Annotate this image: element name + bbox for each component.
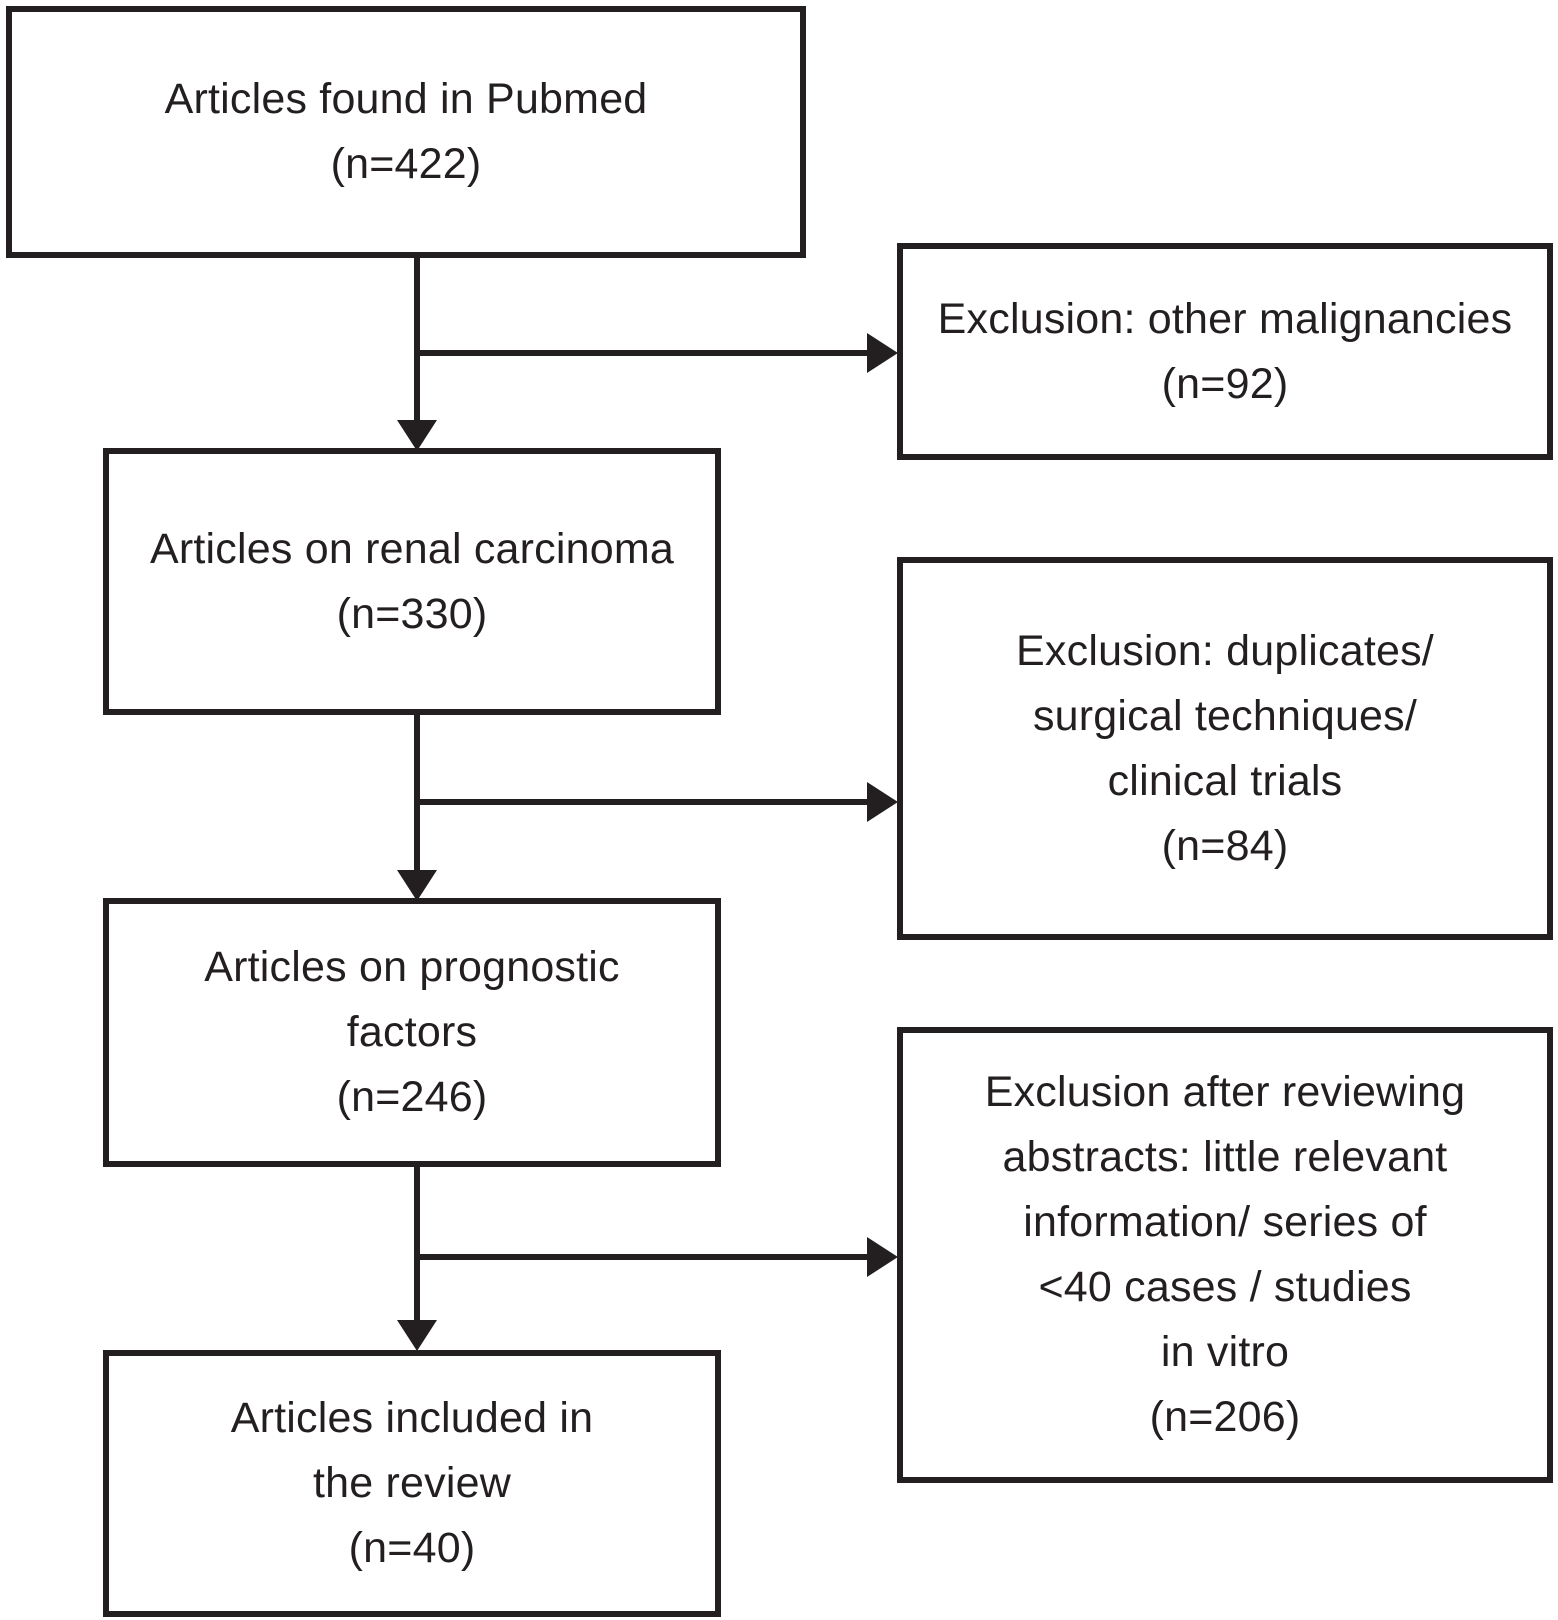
box-articles-on-renal-carcinoma: Articles on renal carcinoma (n=330) [103,448,721,715]
box-text-line: Exclusion: duplicates/ [1016,626,1434,675]
arrow-down-icon [397,1320,437,1351]
box-text-line: Articles found in Pubmed [164,75,648,123]
box-text-line: surgical techniques/ [1032,691,1418,740]
connector-horizontal-line-3 [414,1254,872,1260]
connector-vertical-line-1 [414,258,420,426]
box-articles-included-in-review: Articles included in the review (n=40) [103,1350,721,1617]
arrow-down-icon [397,870,437,901]
box-text-line: clinical trials [1107,756,1343,805]
box-text-line: Articles on prognostic [204,943,620,991]
box-exclusion-duplicates-surgical-clinical: Exclusion: duplicates/ surgical techniqu… [897,557,1553,940]
connector-vertical-line-2 [414,715,420,876]
arrow-right-icon [867,333,898,373]
arrow-right-icon [867,782,898,822]
box-text-line: information/ series of [1023,1198,1427,1246]
box-exclusion-after-reviewing-abstracts: Exclusion after reviewing abstracts: lit… [897,1027,1553,1483]
box-articles-found-in-pubmed: Articles found in Pubmed (n=422) [6,6,806,258]
connector-horizontal-line-2 [414,799,872,805]
box-count-line: (n=92) [1161,359,1289,408]
box-count-line: (n=84) [1161,821,1289,870]
box-count-line: (n=330) [336,589,488,638]
box-count-line: (n=206) [1149,1393,1301,1441]
box-text-line: factors [346,1008,478,1056]
box-count-line: (n=422) [330,140,482,188]
box-text-line: <40 cases / studies [1038,1263,1412,1311]
box-count-line: (n=246) [336,1073,488,1121]
box-text-line: abstracts: little relevant [1002,1133,1448,1181]
box-text-line: Exclusion: other malignancies [937,294,1513,343]
box-text-line: Exclusion after reviewing [984,1068,1466,1116]
box-text-line: the review [313,1459,511,1507]
arrow-right-icon [867,1237,898,1277]
box-count-line: (n=40) [348,1524,476,1572]
connector-vertical-line-3 [414,1167,420,1326]
box-exclusion-other-malignancies: Exclusion: other malignancies (n=92) [897,243,1553,460]
connector-horizontal-line-1 [414,350,872,356]
arrow-down-icon [397,420,437,451]
box-text-line: in vitro [1160,1328,1290,1376]
box-text-line: Articles on renal carcinoma [149,524,674,573]
box-articles-on-prognostic-factors: Articles on prognostic factors (n=246) [103,898,721,1167]
box-text-line: Articles included in [230,1394,594,1442]
